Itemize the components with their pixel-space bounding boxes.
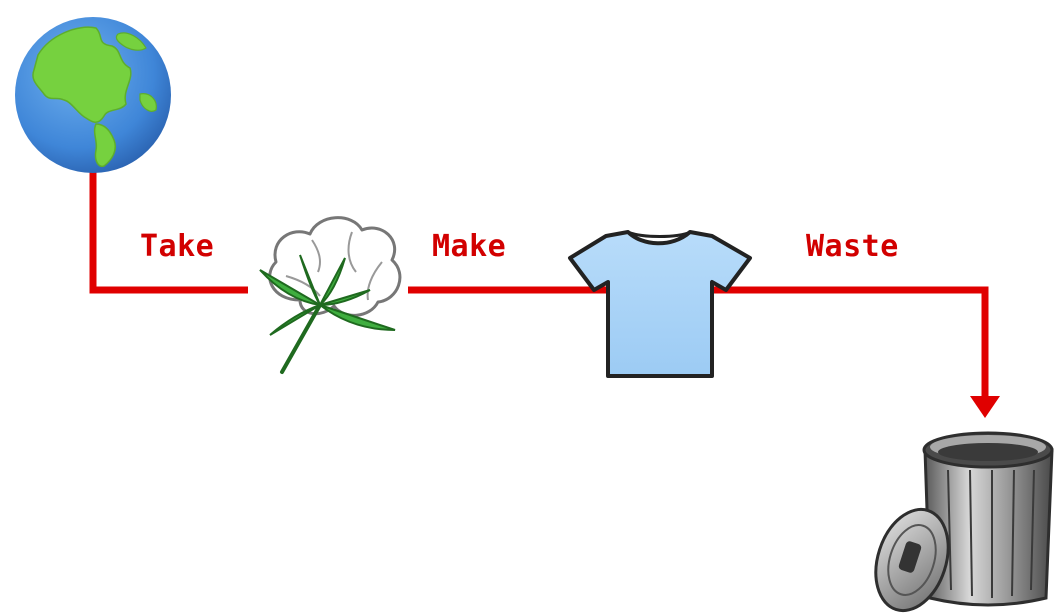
- step-label-take: Take: [140, 232, 214, 262]
- step-label-make: Make: [432, 232, 506, 262]
- globe-icon: [15, 17, 171, 173]
- t-shirt-icon: [570, 232, 750, 376]
- arrow-head-icon: [970, 396, 1000, 418]
- trash-can-icon: [864, 433, 1052, 613]
- flow-line: [93, 170, 1000, 418]
- step-label-waste: Waste: [806, 232, 899, 262]
- cotton-boll-icon: [248, 218, 408, 372]
